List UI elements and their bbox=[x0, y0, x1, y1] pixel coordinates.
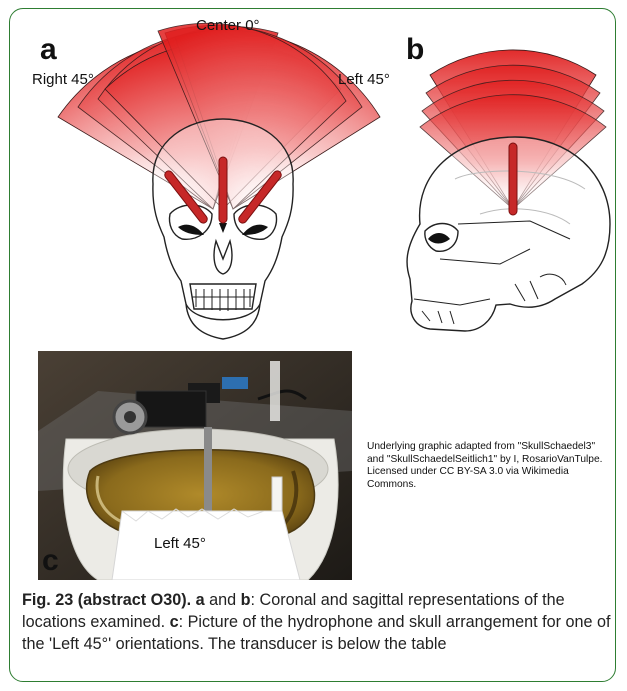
figure-frame: a Center 0° Right 45° Left 45° b bbox=[9, 8, 616, 682]
skull-diagrams bbox=[10, 9, 616, 349]
label-left-45: Left 45° bbox=[338, 71, 390, 88]
panel-b-letter: b bbox=[406, 33, 424, 67]
caption-ref-a: a bbox=[196, 591, 205, 609]
panel-c-letter: c bbox=[42, 544, 59, 578]
caption-ref-b: b bbox=[241, 591, 251, 609]
image-credit: Underlying graphic adapted from "SkullSc… bbox=[367, 441, 612, 491]
photo-label-left-45: Left 45° bbox=[154, 535, 206, 552]
setup-photo: Left 45° c bbox=[38, 351, 352, 580]
caption-label: Fig. 23 (abstract O30). bbox=[22, 591, 191, 609]
caption-and: and bbox=[205, 591, 241, 609]
hydrophone-marker-b bbox=[509, 143, 517, 215]
label-right-45: Right 45° bbox=[32, 71, 94, 88]
label-center-0: Center 0° bbox=[196, 17, 260, 34]
caption-ref-c: c bbox=[170, 613, 179, 631]
panel-a-letter: a bbox=[40, 33, 57, 67]
figure-caption: Fig. 23 (abstract O30). a and b: Coronal… bbox=[22, 589, 612, 655]
